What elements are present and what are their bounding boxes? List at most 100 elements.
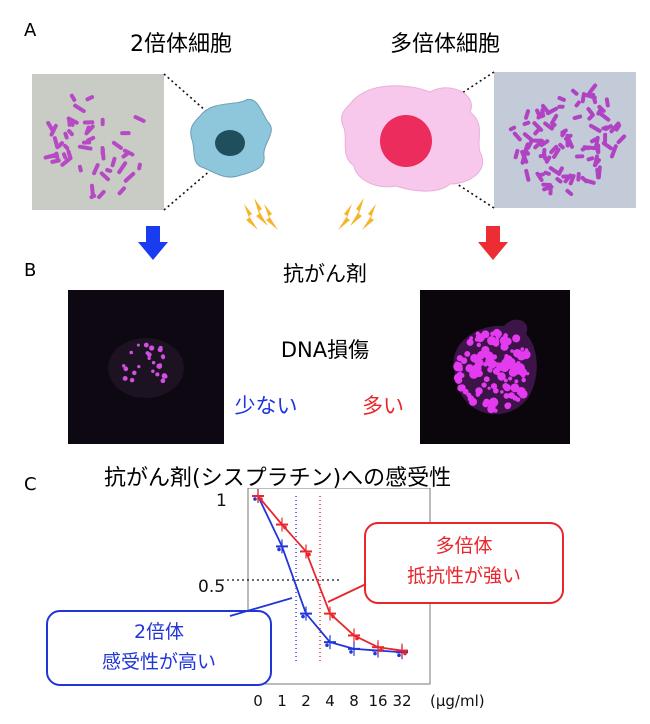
chromosome [555, 177, 563, 184]
chromosome [63, 143, 70, 151]
dna-damage-label: DNA損傷 [280, 338, 370, 362]
drug-label: 抗がん剤 [283, 262, 367, 286]
x-tick-label: 0 [253, 692, 263, 710]
damage-focus [483, 376, 490, 383]
replicate-dot [331, 614, 335, 619]
chromosome [539, 105, 546, 119]
chromosome [77, 144, 93, 151]
damage-focus [512, 334, 521, 343]
chromosome [63, 131, 69, 140]
damage-focus [475, 392, 481, 397]
damage-focus [487, 405, 496, 414]
chromosome [100, 147, 105, 156]
x-tick-label: 32 [392, 692, 411, 710]
chromosome [105, 167, 113, 173]
damage-focus [490, 383, 498, 390]
damage-focus [477, 351, 486, 360]
chromosome [522, 132, 535, 143]
replicate-dot [403, 651, 407, 656]
replicate-dot [259, 497, 263, 501]
chromosome [69, 93, 77, 102]
damage-focus [481, 382, 487, 388]
damage-focus [454, 361, 460, 367]
chromosome [46, 120, 55, 132]
damage-focus [524, 348, 529, 353]
chromosome [587, 83, 598, 95]
damage-focus [496, 362, 500, 366]
chromosome [99, 171, 110, 182]
damage-focus [137, 364, 141, 369]
damage-focus [143, 342, 149, 348]
chromosome [574, 100, 581, 108]
chromosome [111, 140, 123, 150]
replicate-dot [253, 497, 257, 501]
chromosome [544, 155, 552, 164]
damage-focus [145, 351, 150, 355]
damage-focus [521, 377, 526, 383]
down-arrow-icon [138, 226, 168, 260]
chromosome [110, 156, 117, 168]
chromosome [133, 115, 146, 123]
damage-focus [136, 343, 140, 347]
chromosome [552, 147, 561, 159]
lightning-icon [244, 198, 278, 230]
chromosome [541, 151, 548, 161]
chromosome [563, 173, 573, 184]
damage-focus [515, 397, 521, 402]
chromosome [597, 104, 606, 113]
chromosome [565, 188, 574, 197]
damage-focus [487, 359, 497, 369]
chromosome [52, 136, 60, 150]
chromosome [563, 133, 573, 141]
damage-focus [467, 395, 475, 402]
damage-focus [129, 377, 135, 383]
diploid-cell-title: 2倍体細胞 [130, 32, 232, 57]
chromosome [584, 178, 596, 185]
lightning-icon [338, 198, 376, 230]
damage-focus [493, 387, 499, 394]
damage-focus [466, 338, 474, 346]
chromosome [614, 123, 622, 132]
chromosome [589, 137, 598, 144]
chromosome [543, 121, 554, 131]
chromosome [588, 123, 602, 133]
chromosome [541, 182, 552, 187]
chromosome [120, 131, 131, 136]
polyploid-callout: 多倍体 抵抗性が強い [364, 522, 564, 604]
chromosome [549, 113, 559, 126]
replicate-dot [325, 643, 329, 647]
damage-focus [129, 350, 133, 355]
chromosome [77, 164, 83, 173]
chromosome [123, 171, 136, 183]
chromosome [561, 174, 570, 179]
damage-focus [147, 356, 151, 360]
damage-focus [488, 368, 493, 373]
chromosome [575, 154, 585, 159]
x-tick-label: 8 [349, 692, 359, 710]
chromosome [81, 140, 92, 145]
replicate-dot [283, 525, 287, 530]
chromosome [524, 149, 531, 156]
damage-focus [512, 362, 521, 371]
diploid-chromosome-spread [32, 74, 164, 210]
cell-schematic [138, 71, 508, 260]
damage-focus [464, 350, 471, 357]
damage-focus [122, 376, 128, 381]
chromosome [535, 171, 544, 182]
x-tick-label: 4 [325, 692, 335, 710]
chromosome [82, 120, 95, 125]
chromosome [548, 166, 562, 176]
chromosome [604, 97, 610, 108]
polyploid-callout-line2: 抵抗性が強い [406, 565, 521, 587]
damage-focus [513, 348, 522, 358]
damage-focus [132, 370, 137, 376]
chromosome [582, 145, 591, 151]
damage-focus [518, 368, 528, 377]
chromosome [576, 171, 581, 182]
damage-focus [508, 376, 513, 381]
damage-focus [483, 361, 489, 367]
damage-focus [503, 355, 513, 365]
chromosome [539, 139, 550, 148]
polyploid-chromosome-spread [494, 72, 636, 208]
damage-focus [497, 372, 506, 381]
